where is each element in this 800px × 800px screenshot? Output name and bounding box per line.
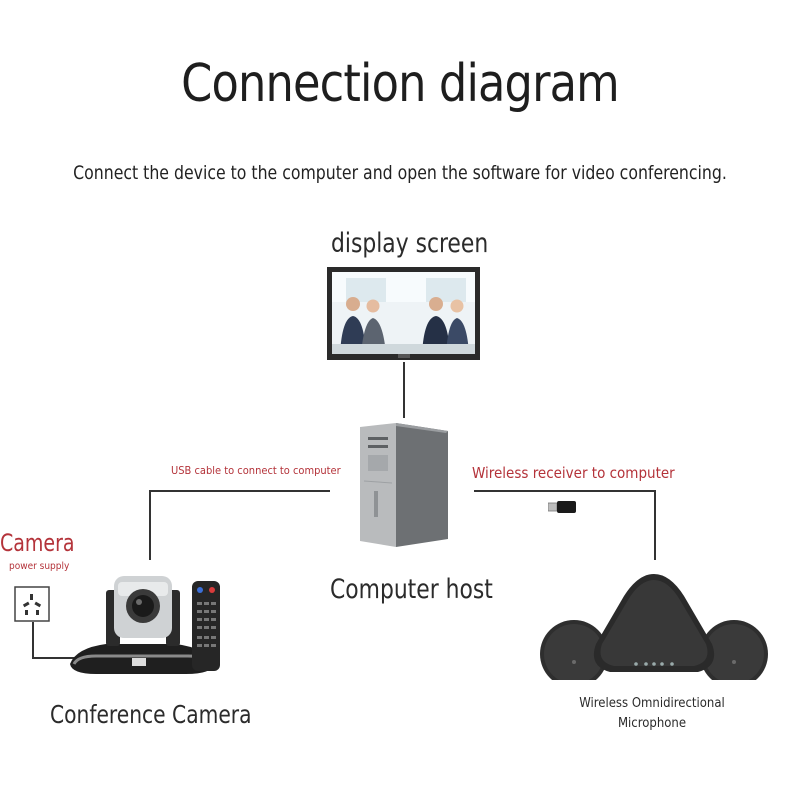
power-socket-icon	[14, 586, 50, 622]
wireless-receiver-label: Wireless receiver to computer	[472, 464, 675, 482]
display-screen-label: display screen	[331, 228, 489, 259]
camera-power-label: Camera	[0, 529, 75, 557]
monitor-icon	[327, 267, 480, 360]
wireless-line-v	[654, 490, 656, 560]
page-subtitle: Connect the device to the computer and o…	[73, 162, 727, 184]
usb-cable-line-v	[149, 490, 151, 560]
pc-tower-icon	[360, 423, 448, 547]
power-line-v	[32, 622, 34, 659]
conference-camera-label: Conference Camera	[50, 700, 252, 729]
page-title: Connection diagram	[181, 54, 620, 114]
power-supply-sublabel: power supply	[9, 561, 70, 572]
remote-control-icon	[192, 581, 220, 671]
microphone-label: Wireless Omnidirectional Microphone	[560, 694, 744, 734]
usb-cable-line-h	[149, 490, 330, 492]
computer-host-label: Computer host	[330, 574, 493, 605]
power-line-h	[32, 657, 80, 659]
wireless-line-h	[474, 490, 656, 492]
speakerphone-icon	[540, 574, 768, 680]
usb-cable-label: USB cable to connect to computer	[171, 464, 341, 477]
microphone-label-line1: Wireless Omnidirectional	[579, 696, 725, 711]
usb-dongle-icon	[548, 501, 576, 513]
monitor-to-host-line	[403, 362, 405, 418]
microphone-label-line2: Microphone	[617, 716, 687, 731]
